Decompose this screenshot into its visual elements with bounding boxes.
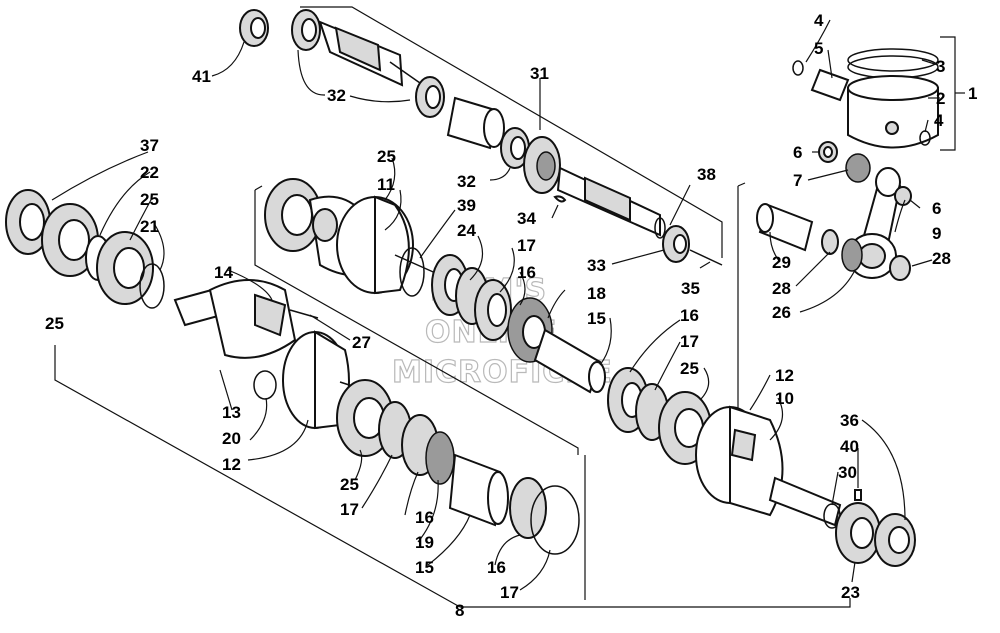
callout-17b: 17: [680, 332, 699, 351]
callout-16c: 16: [415, 508, 434, 527]
sleeve-15-lower: [448, 453, 502, 527]
callout-1: 1: [968, 84, 977, 103]
piston-ring-3a: [847, 48, 939, 72]
callout-28b: 28: [772, 279, 791, 298]
callout-16a: 16: [517, 263, 536, 282]
callout-6b: 6: [932, 199, 941, 218]
callout-12b: 12: [775, 366, 794, 385]
callout-15a: 15: [587, 309, 606, 328]
callout-9: 9: [932, 224, 941, 243]
callout-36: 36: [840, 411, 859, 430]
callout-34: 34: [517, 209, 536, 228]
piston-assembly: [756, 48, 939, 281]
callout-19: 19: [415, 533, 434, 552]
callout-13: 13: [222, 403, 241, 422]
seal-16-far: [509, 477, 547, 539]
callout-37: 37: [140, 136, 159, 155]
ring-20: [253, 370, 277, 400]
balancer-shaft-assembly: [239, 9, 723, 266]
balancer-spacer: [446, 96, 497, 150]
callout-35: 35: [681, 279, 700, 298]
callout-6a: 6: [793, 143, 802, 162]
washer-28b: [889, 255, 911, 281]
callout-3: 3: [936, 57, 945, 76]
callout-24: 24: [457, 221, 476, 240]
needle-bearing-26: [841, 238, 863, 272]
callout-4a: 4: [814, 11, 824, 30]
piston-ring-3b: [847, 55, 939, 79]
callout-2: 2: [936, 89, 945, 108]
callout-30: 30: [838, 463, 857, 482]
callout-25d: 25: [340, 475, 359, 494]
callout-7: 7: [793, 171, 802, 190]
callout-10: 10: [775, 389, 794, 408]
washer-17-far: [530, 485, 580, 555]
callout-11: 11: [377, 175, 395, 194]
callout-12a: 12: [222, 455, 241, 474]
callout-17d: 17: [500, 583, 519, 602]
callout-22: 22: [140, 163, 159, 182]
callout-31: 31: [530, 64, 549, 83]
callout-18: 18: [587, 284, 606, 303]
crank-web-left: [208, 279, 297, 359]
sleeve-15-center: [533, 328, 602, 394]
needle-bearing-7: [845, 153, 871, 183]
callout-28a: 28: [932, 249, 951, 268]
callout-25c: 25: [45, 314, 64, 333]
callout-25b: 25: [140, 190, 159, 209]
callout-38: 38: [697, 165, 716, 184]
callout-23: 23: [841, 583, 860, 602]
callout-27: 27: [352, 333, 371, 352]
callout-21: 21: [140, 217, 159, 236]
center-crank-section: [264, 178, 606, 394]
pin-40: [854, 489, 862, 501]
assembly-boundary-lines: [54, 6, 965, 608]
callout-32a: 32: [327, 86, 346, 105]
piston-pin-5: [810, 68, 850, 102]
callout-29: 29: [772, 253, 791, 272]
callout-17a: 17: [517, 236, 536, 255]
callout-14: 14: [214, 263, 233, 282]
callout-5: 5: [814, 39, 823, 58]
washer-28a: [821, 229, 839, 255]
leader-lines: [51, 19, 940, 591]
left-crank-assembly: [5, 189, 580, 555]
callout-4b: 4: [934, 111, 944, 130]
callout-16d: 16: [487, 558, 506, 577]
right-crank-assembly: [607, 367, 916, 567]
crank-web-plate-14: [254, 293, 287, 337]
callout-15b: 15: [415, 558, 434, 577]
callout-39: 39: [457, 196, 476, 215]
callout-numbers: 1 2 3 4 4 5 6 6 7 8 9 10 11 12 12 13 14 …: [45, 11, 977, 620]
callout-25e: 25: [680, 359, 699, 378]
callout-20: 20: [222, 429, 241, 448]
callout-40: 40: [840, 437, 859, 456]
callout-25a: 25: [377, 147, 396, 166]
ring-21: [139, 263, 165, 309]
callout-17c: 17: [340, 500, 359, 519]
callout-32b: 32: [457, 172, 476, 191]
callout-8: 8: [455, 601, 464, 620]
callout-41: 41: [192, 67, 211, 86]
circlip-39: [399, 247, 425, 297]
callout-16b: 16: [680, 306, 699, 325]
circlip-4a: [792, 60, 804, 76]
ring-19: [425, 431, 455, 485]
callout-33: 33: [587, 256, 606, 275]
piston-2: [847, 87, 939, 149]
callout-26: 26: [772, 303, 791, 322]
thrust-washer-6b: [894, 186, 912, 206]
woodruff-key-34: [553, 195, 567, 203]
